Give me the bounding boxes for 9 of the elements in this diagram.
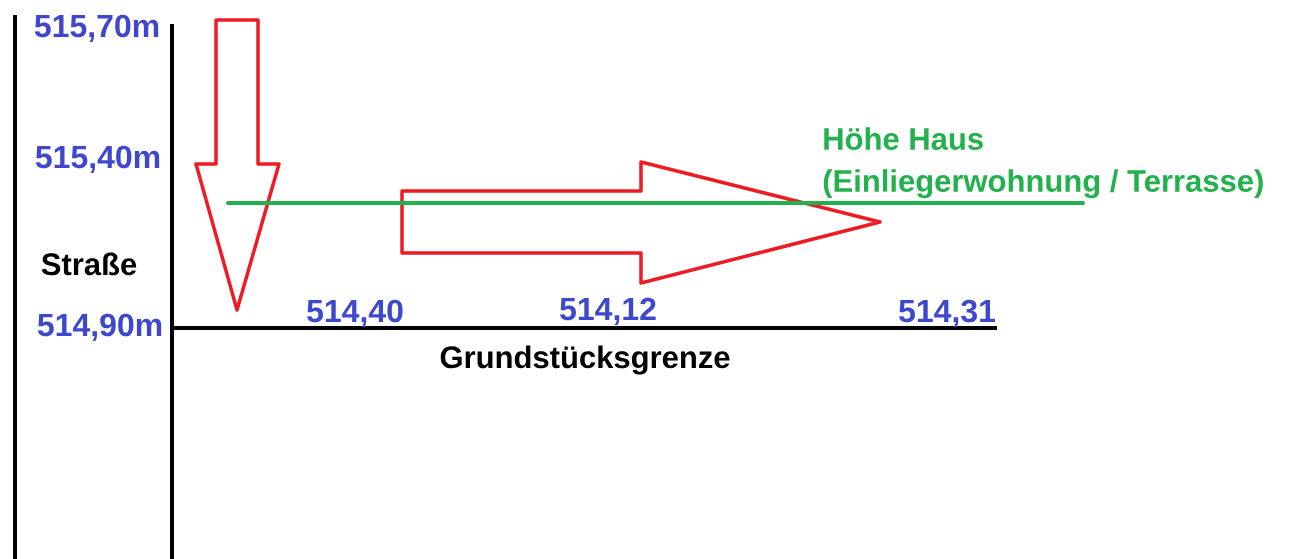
elevation-label: 514,31 [899, 299, 996, 327]
level-label: Höhe Haus (Einliegerwohnung / Terrasse) [823, 127, 1263, 199]
elevation-label: 515,40m [35, 145, 160, 173]
elevation-label: 514,12 [560, 297, 656, 325]
boundary-label: Grundstücksgrenze [440, 345, 730, 375]
elevation-label: 515,70m [34, 14, 159, 42]
street-label: Straße [41, 252, 137, 276]
elevation-label: 514,40 [307, 299, 403, 327]
elevation-label: 514,90m [37, 313, 162, 341]
